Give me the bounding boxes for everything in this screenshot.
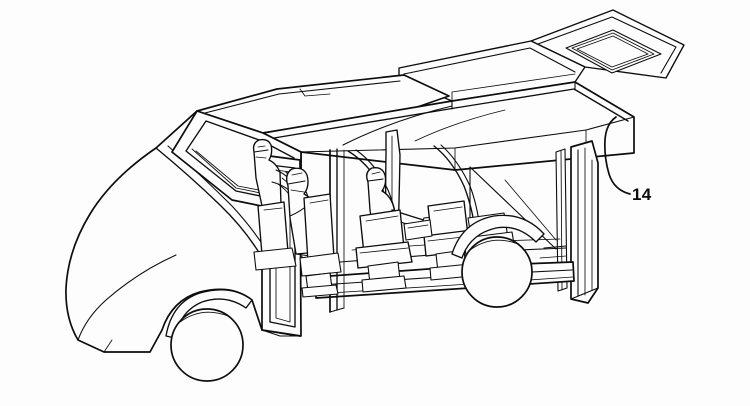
rear-pillar: [570, 140, 599, 304]
front-wheel: [165, 289, 253, 382]
seat-mid: [355, 209, 413, 293]
driver-figure: [252, 138, 299, 207]
rear-lower-panel: [539, 245, 567, 259]
interior-console: [403, 219, 433, 241]
seat-front-left: [253, 201, 297, 271]
lead-line-14: [603, 116, 631, 195]
rear-wheel: [451, 214, 545, 308]
seat-front-right: [299, 193, 342, 298]
reference-numeral-14: 14: [632, 185, 652, 204]
roof-window: [565, 29, 662, 74]
